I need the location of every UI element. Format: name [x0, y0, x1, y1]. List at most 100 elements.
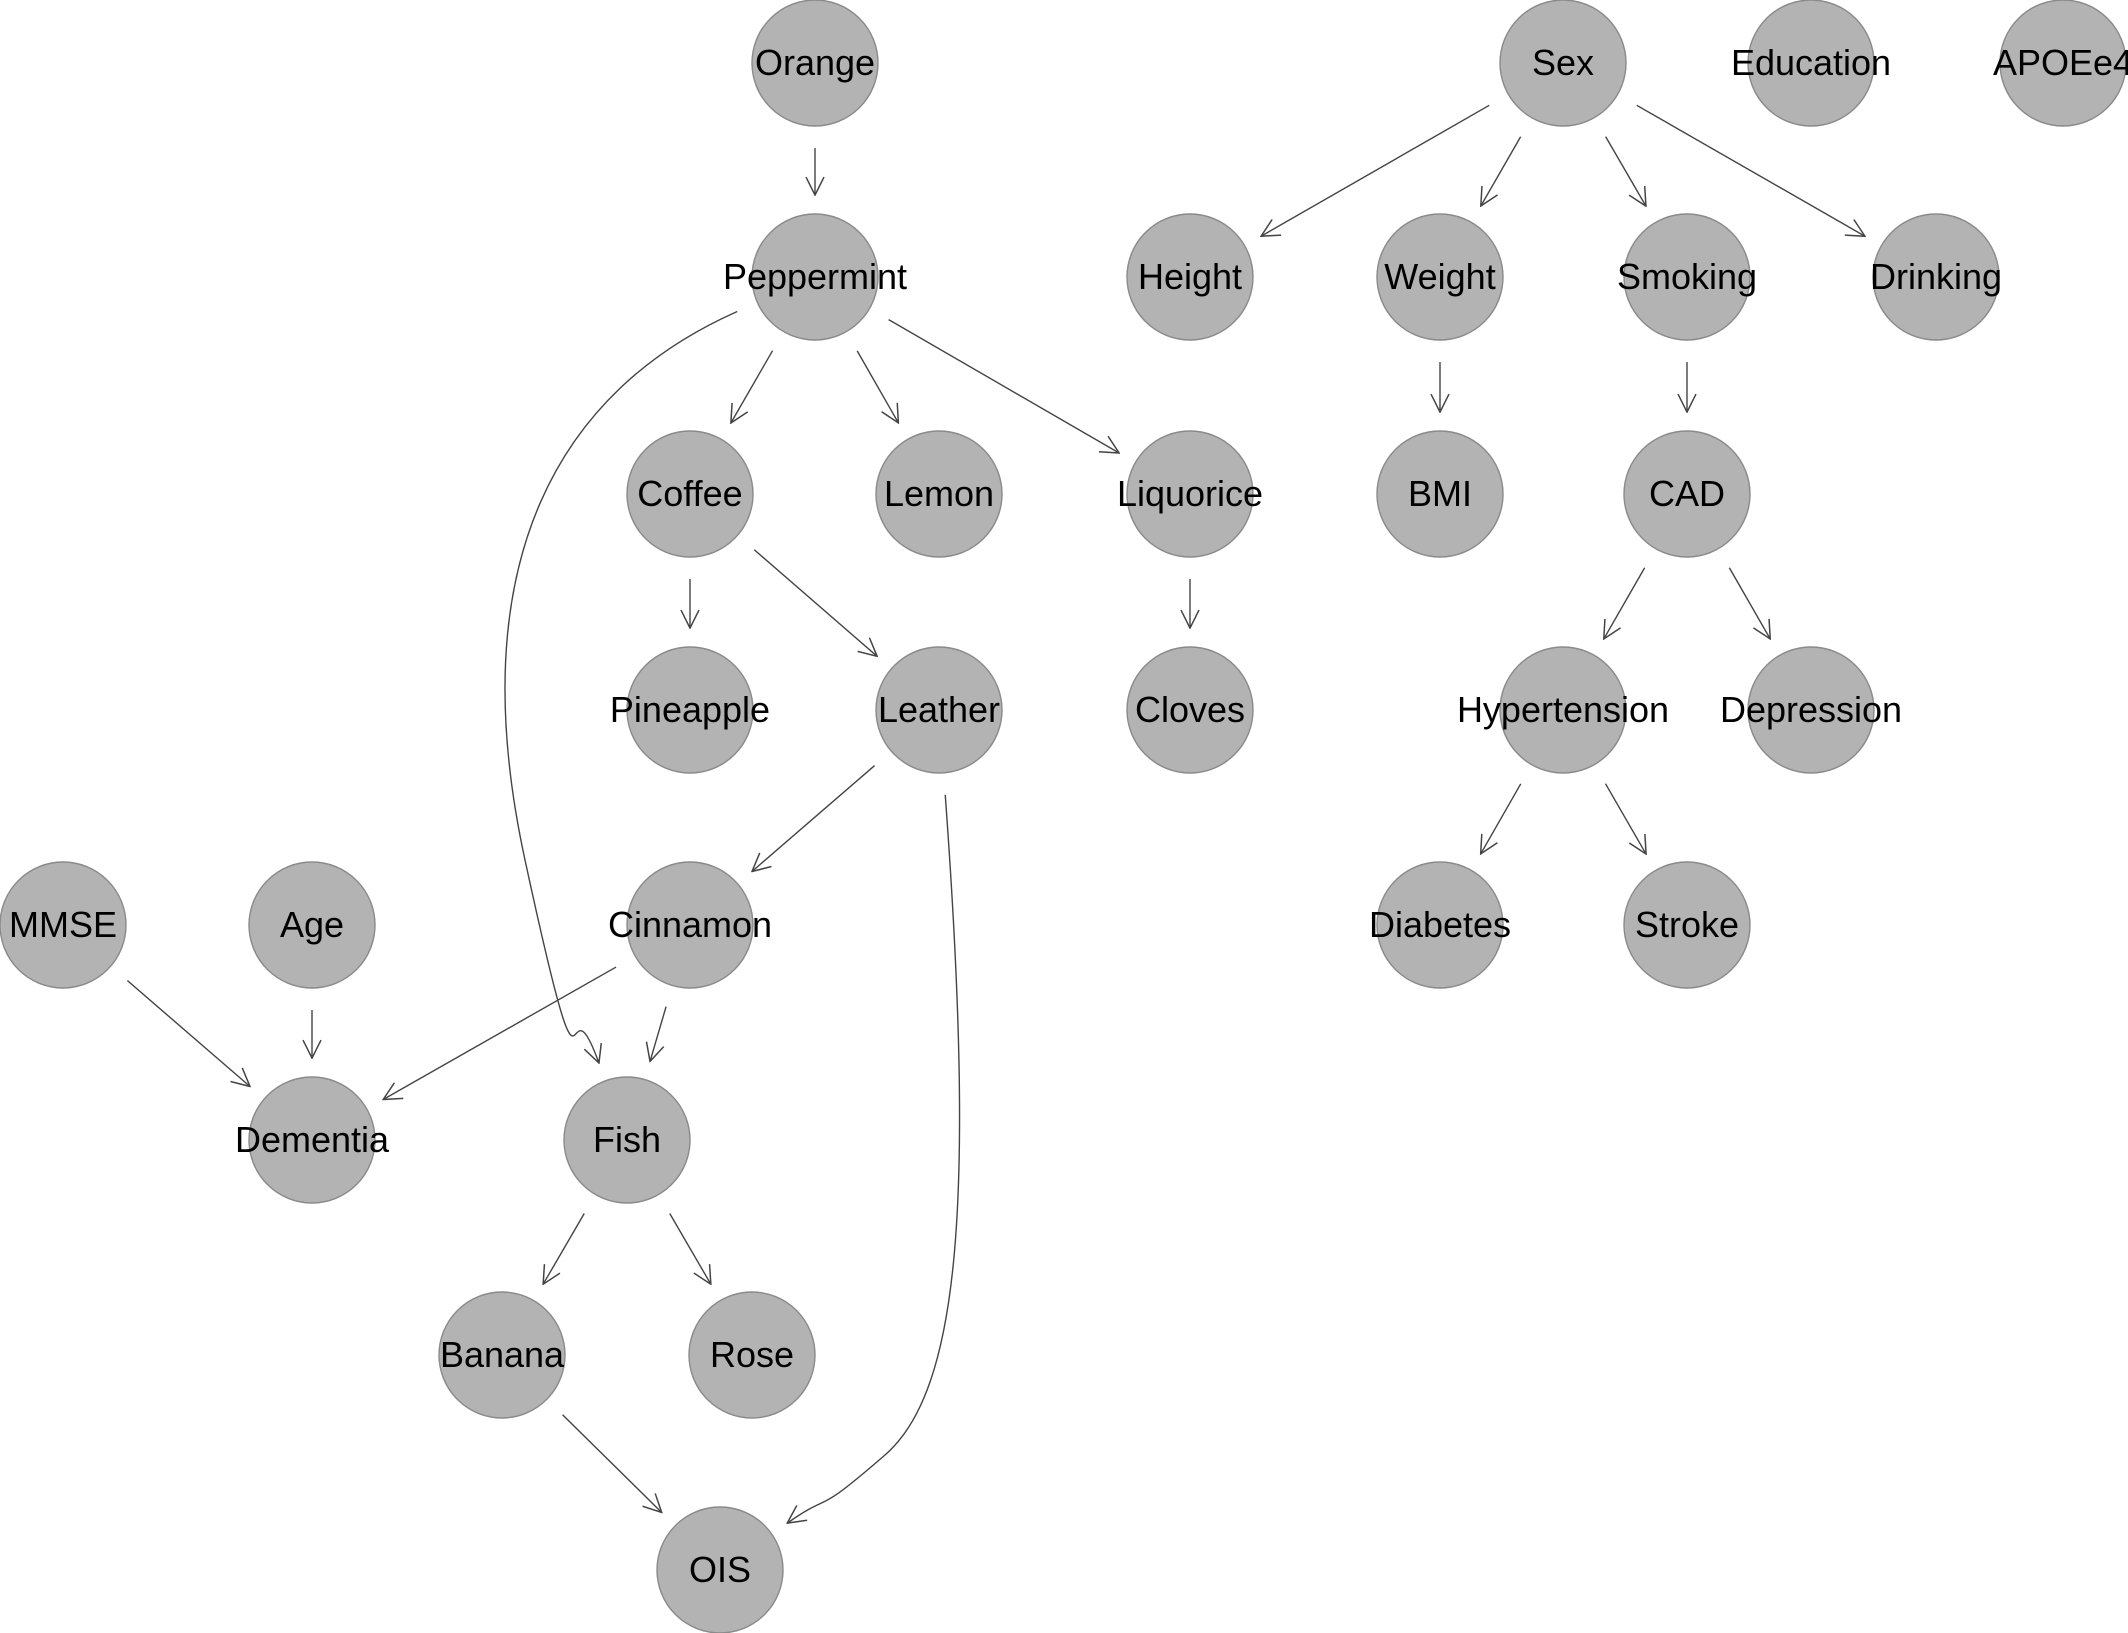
node-circle	[875, 430, 1003, 558]
node-circle	[1376, 213, 1504, 341]
node-apoee4: APOEe4	[1993, 0, 2128, 127]
node-label: Sex	[1532, 42, 1594, 83]
node-bmi: BMI	[1376, 430, 1504, 558]
node-circle	[1747, 0, 1875, 127]
edge-peppermint-to-fish	[504, 310, 738, 1063]
node-label: Liquorice	[1117, 473, 1263, 514]
node-label: Lemon	[884, 473, 994, 514]
node-label: Rose	[710, 1334, 794, 1375]
edge-peppermint-to-liquorice	[888, 318, 1119, 453]
node-label: MMSE	[9, 904, 117, 945]
node-circle	[248, 1076, 376, 1204]
node-ois: OIS	[656, 1506, 784, 1633]
node-cad: CAD	[1623, 430, 1751, 558]
node-label: Weight	[1384, 256, 1495, 297]
node-circle	[1623, 213, 1751, 341]
node-label: Education	[1731, 42, 1891, 83]
node-smoking: Smoking	[1617, 213, 1757, 341]
edge-coffee-to-leather	[753, 549, 877, 657]
node-circle	[1499, 0, 1627, 127]
node-circle	[1747, 646, 1875, 774]
node-banana: Banana	[438, 1291, 566, 1419]
node-label: Dementia	[235, 1119, 390, 1160]
node-drinking: Drinking	[1870, 213, 2002, 341]
node-label: APOEe4	[1993, 42, 2128, 83]
node-label: Banana	[440, 1334, 565, 1375]
node-circle	[656, 1506, 784, 1633]
edge-sex-to-weight	[1481, 136, 1522, 206]
edge-leather-to-ois	[787, 794, 961, 1523]
edge-peppermint-to-coffee	[731, 350, 774, 423]
node-circle	[248, 861, 376, 989]
edge-cad-to-hypertension	[1604, 567, 1646, 639]
node-label: Height	[1138, 256, 1242, 297]
node-education: Education	[1731, 0, 1891, 127]
node-circle	[1126, 213, 1254, 341]
node-label: Drinking	[1870, 256, 2002, 297]
node-height: Height	[1126, 213, 1254, 341]
node-circle	[626, 430, 754, 558]
node-fish: Fish	[563, 1076, 691, 1204]
node-label: Fish	[593, 1119, 661, 1160]
node-label: Coffee	[637, 473, 742, 514]
node-circle	[563, 1076, 691, 1204]
node-circle	[1623, 861, 1751, 989]
node-circle	[626, 646, 754, 774]
edge-hypertension-to-stroke	[1604, 783, 1646, 854]
node-circle	[1376, 861, 1504, 989]
node-label: BMI	[1408, 473, 1472, 514]
node-label: Orange	[755, 42, 875, 83]
node-coffee: Coffee	[626, 430, 754, 558]
node-circle	[688, 1291, 816, 1419]
edge-sex-to-height	[1261, 104, 1490, 236]
node-lemon: Lemon	[875, 430, 1003, 558]
node-label: Cinnamon	[608, 904, 772, 945]
edge-mmse-to-dementia	[126, 980, 250, 1087]
node-circle	[1623, 430, 1751, 558]
node-label: Age	[280, 904, 344, 945]
node-circle	[626, 861, 754, 989]
node-label: OIS	[689, 1549, 751, 1590]
node-circle	[1499, 646, 1627, 774]
node-rose: Rose	[688, 1291, 816, 1419]
edge-hypertension-to-diabetes	[1481, 783, 1522, 854]
node-weight: Weight	[1376, 213, 1504, 341]
node-label: Leather	[878, 689, 1000, 730]
node-circle	[438, 1291, 566, 1419]
node-pineapple: Pineapple	[610, 646, 770, 774]
edge-sex-to-smoking	[1605, 136, 1646, 207]
node-label: Peppermint	[723, 256, 907, 297]
node-stroke: Stroke	[1623, 861, 1751, 989]
edge-fish-to-banana	[543, 1213, 585, 1285]
node-circle	[751, 213, 879, 341]
edge-fish-to-rose	[669, 1213, 711, 1285]
edge-cinnamon-to-dementia	[383, 966, 617, 1099]
edge-peppermint-to-lemon	[856, 350, 898, 423]
node-circle	[1376, 430, 1504, 558]
edge-leather-to-cinnamon	[752, 765, 876, 872]
node-circle	[1872, 213, 2000, 341]
edge-banana-to-ois	[562, 1414, 662, 1513]
edge-cad-to-depression	[1728, 567, 1770, 639]
edge-sex-to-drinking	[1636, 104, 1865, 236]
node-label: Pineapple	[610, 689, 770, 730]
node-peppermint: Peppermint	[723, 213, 907, 341]
node-sex: Sex	[1499, 0, 1627, 127]
node-circle	[751, 0, 879, 127]
node-age: Age	[248, 861, 376, 989]
node-diabetes: Diabetes	[1369, 861, 1511, 989]
edges-layer	[126, 104, 1865, 1523]
node-label: CAD	[1649, 473, 1725, 514]
node-depression: Depression	[1720, 646, 1902, 774]
node-orange: Orange	[751, 0, 879, 127]
node-leather: Leather	[875, 646, 1003, 774]
node-circle	[1126, 646, 1254, 774]
node-circle	[0, 861, 127, 989]
edge-cinnamon-to-fish	[650, 1006, 667, 1062]
node-circle	[875, 646, 1003, 774]
node-label: Stroke	[1635, 904, 1739, 945]
node-liquorice: Liquorice	[1117, 430, 1263, 558]
node-mmse: MMSE	[0, 861, 127, 989]
